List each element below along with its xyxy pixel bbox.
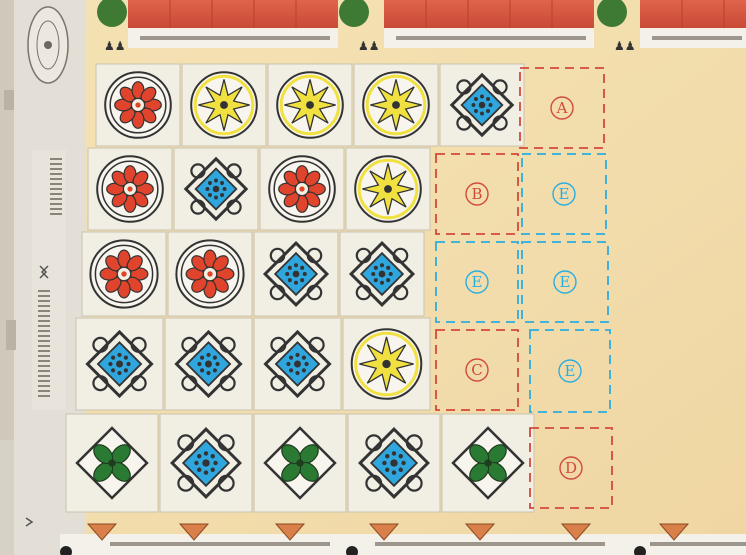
tile-yellow-star — [343, 318, 430, 410]
tile-blue-diamond — [165, 318, 252, 410]
slot-e2-label: E — [472, 273, 483, 291]
tile-blue-diamond — [254, 232, 338, 316]
tile-blue-diamond — [174, 148, 258, 230]
tile-blue-diamond — [160, 414, 252, 512]
tile-red-flower — [82, 232, 166, 316]
slot-e1-label: E — [559, 185, 570, 203]
tile-yellow-star — [354, 64, 438, 146]
tile-blue-diamond — [340, 232, 424, 316]
tile-red-flower — [168, 232, 252, 316]
slot-e4-label: E — [565, 362, 576, 380]
tile-green-leaf — [442, 414, 534, 512]
slot-b-label: B — [471, 185, 482, 203]
svg-text:♟♟: ♟♟ — [614, 39, 636, 53]
tile-yellow-star — [268, 64, 352, 146]
tile-blue-diamond — [440, 64, 524, 146]
slot-e3-label: E — [560, 273, 571, 291]
tile-blue-diamond — [348, 414, 440, 512]
slot-d-label: D — [565, 459, 577, 477]
tile-green-leaf — [66, 414, 158, 512]
svg-text:♟♟: ♟♟ — [104, 39, 126, 53]
tile-red-flower — [96, 64, 180, 146]
slot-c-label: C — [471, 361, 482, 379]
tile-green-leaf — [254, 414, 346, 512]
tile-yellow-star — [346, 148, 430, 230]
svg-text:♟♟: ♟♟ — [358, 39, 380, 53]
top-buildings: ♟♟ ♟♟ ♟♟ — [97, 0, 746, 53]
tile-yellow-star — [182, 64, 266, 146]
tile-red-flower — [88, 148, 172, 230]
tile-red-flower — [260, 148, 344, 230]
tile-blue-diamond — [76, 318, 163, 410]
slot-a-label: A — [556, 99, 568, 117]
tile-blue-diamond — [254, 318, 341, 410]
